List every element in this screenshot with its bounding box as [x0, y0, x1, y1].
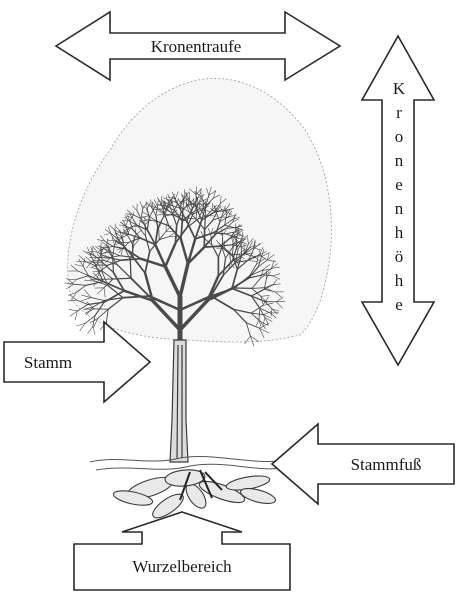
crown-height-letter: n: [395, 151, 404, 170]
trunk-arrow: Stamm: [4, 322, 150, 402]
trunk-base-arrow: Stammfuß: [272, 424, 454, 504]
branch: [69, 309, 77, 311]
branch: [113, 278, 131, 279]
trunk-label: Stamm: [24, 353, 72, 372]
crown-height-letter: o: [395, 127, 404, 146]
crown-height-letter: h: [395, 271, 404, 290]
crown-height-letter: r: [396, 103, 402, 122]
branch: [159, 229, 160, 240]
branch: [88, 327, 93, 334]
crown-height-letter: n: [395, 199, 404, 218]
trunk-base-label: Stammfuß: [351, 455, 422, 474]
crown-height-letter: K: [393, 79, 406, 98]
ground-line: [90, 456, 290, 462]
crown-drip-arrow: Kronentraufe: [56, 12, 340, 80]
root-zone-label: Wurzelbereich: [132, 557, 232, 576]
crown-height-letter: e: [395, 175, 403, 194]
crown-height-letter: ö: [395, 247, 404, 266]
branch: [145, 225, 146, 236]
trunk: [170, 340, 188, 462]
branch: [205, 217, 206, 230]
crown-height-letter: e: [395, 295, 403, 314]
branch: [130, 260, 131, 278]
crown-height-letter: h: [395, 223, 404, 242]
root-zone-arrow: Wurzelbereich: [74, 512, 290, 590]
crown-height-arrow: Kronenhöhe: [362, 36, 434, 365]
root-system: [112, 468, 277, 522]
crown-drip-label: Kronentraufe: [151, 37, 242, 56]
